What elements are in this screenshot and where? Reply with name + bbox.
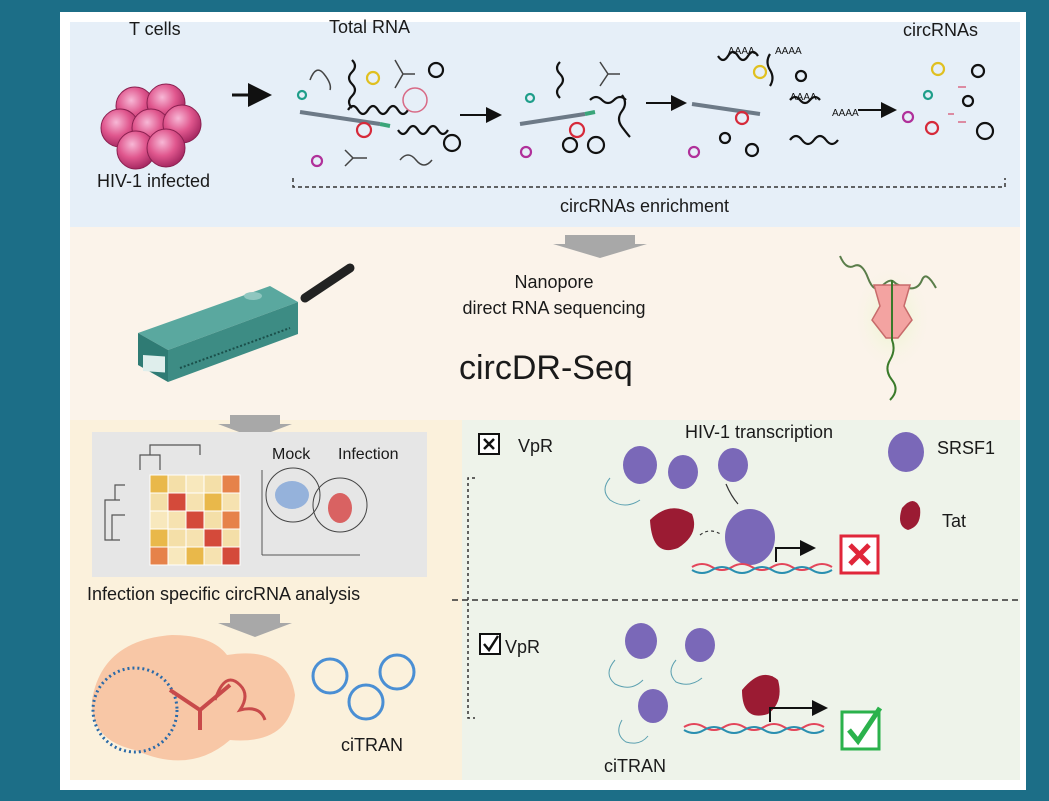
poly-a-tail-1: AAAA <box>728 46 755 57</box>
srsf1-legend-icon <box>888 432 924 472</box>
enrichment-bracket <box>292 178 1006 188</box>
checkbox-vpr-present <box>479 633 501 655</box>
rna-stage-3 <box>687 50 839 159</box>
mechanism-bracket <box>467 477 475 719</box>
srsf1-label: SRSF1 <box>937 438 996 458</box>
dendrogram <box>104 444 201 541</box>
analysis-caption: Infection specific circRNA analysis <box>87 584 361 604</box>
vpr-present-label: VpR <box>505 637 541 657</box>
nanopore-label-line1: Nanopore <box>514 272 594 292</box>
enrichment-label: circRNAs enrichment <box>560 196 730 216</box>
mock-label: Mock <box>272 446 311 463</box>
circrnas-label: circRNAs <box>903 20 978 40</box>
srsf1-complexes-top <box>604 446 775 565</box>
analysis-plot-panel <box>92 432 427 577</box>
citran-label-analysis: ciTRAN <box>341 735 403 755</box>
total-rna-label: Total RNA <box>329 17 411 37</box>
down-arrow-to-analysis <box>218 415 292 438</box>
t-cell-cluster <box>100 83 202 170</box>
poly-a-tail-3: AAAA <box>790 92 817 103</box>
stop-cross-icon <box>839 534 880 575</box>
tss-arrow-top <box>775 540 816 562</box>
tss-arrow-bottom <box>769 700 828 722</box>
correlation-heatmap <box>149 474 241 566</box>
vpr-absent-label: VpR <box>518 436 554 456</box>
srsf1-complexes-bottom <box>608 623 715 744</box>
down-arrow-to-citran <box>218 614 292 637</box>
infection-label: Infection <box>338 446 399 463</box>
citran-circles <box>311 653 416 721</box>
rna-stage-2 <box>519 61 631 159</box>
tat-bottom <box>742 674 780 716</box>
circrna-structure-illustration <box>91 635 296 761</box>
nanopore-pore-illustration <box>839 255 937 401</box>
pca-scatter <box>261 467 368 556</box>
t-cells-label: T cells <box>129 19 181 39</box>
transcription-label: HIV-1 transcription <box>685 422 834 442</box>
nanopore-device-illustration <box>138 263 355 382</box>
nanopore-label-line2: direct RNA sequencing <box>462 298 646 318</box>
poly-a-tail-4: AAAA <box>832 108 859 119</box>
dna-helix-bottom <box>683 723 825 734</box>
circrna-set <box>901 61 995 141</box>
dna-helix-top <box>691 563 833 574</box>
poly-a-tail-2: AAAA <box>775 46 802 57</box>
hiv-infected-label: HIV-1 infected <box>97 171 211 191</box>
checkbox-vpr-absent <box>478 433 500 455</box>
method-title: circDR-Seq <box>459 349 633 387</box>
top-band <box>70 22 1020 227</box>
down-arrow-to-sequencing <box>553 235 647 258</box>
total-rna-mixture <box>296 59 462 168</box>
check-mark-icon <box>840 706 883 751</box>
tat-top <box>650 508 695 551</box>
tat-label: Tat <box>942 511 967 531</box>
tat-legend-icon <box>900 501 921 530</box>
citran-label-mechanism: ciTRAN <box>604 756 666 776</box>
